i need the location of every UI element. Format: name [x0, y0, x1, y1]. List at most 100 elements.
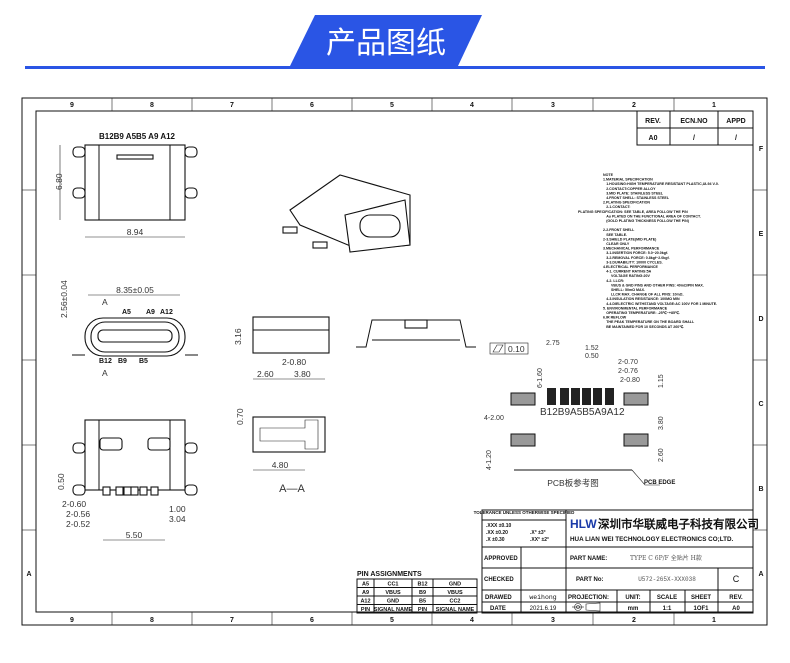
section-label: A—A	[279, 483, 305, 495]
frame-column-label: 8	[150, 102, 154, 109]
front-width-dim: 8.35±0.05	[116, 285, 154, 295]
end-view: 0.10	[356, 319, 529, 355]
note-line: VOLTAGE RATING:20V	[611, 274, 651, 278]
pin-table-cell: SIGNAL NAME	[374, 607, 413, 613]
pin-table-cell: PIN	[418, 607, 427, 613]
frame-row-label: E	[759, 231, 764, 238]
pin-label-a12: A12	[160, 309, 173, 316]
note-line: LLCR MAX. CHANGE OF ALL PINS: 10mΩ.	[611, 293, 684, 297]
pcb-dim-380: 3.80	[658, 416, 665, 430]
frame-row-label: D	[758, 316, 763, 323]
pcb-dim-080: 2-0.80	[620, 377, 640, 384]
part-name-value: TYPE C 6P/F 全贴片 H款	[630, 554, 702, 562]
note-line: NOTE	[603, 173, 614, 177]
part-no-value: U572-265X-XXX038	[638, 576, 696, 583]
bottom-view: 0.50 2-0.60 2-0.56 2-0.52 1.00 3.04 5.50	[56, 419, 198, 541]
projection-symbol-icon	[572, 602, 601, 612]
inner-frame	[35, 110, 754, 613]
tolerance-1: .XXX ±0.10	[486, 523, 511, 529]
pin-table-cell: A9	[362, 590, 369, 596]
frame-column-label: 9	[70, 102, 74, 109]
title-banner-shape	[290, 15, 482, 66]
bottom-dim-304: 3.04	[169, 514, 186, 524]
note-line: SHELL: 50mΩ MAX.	[611, 288, 645, 292]
note-line: 4-4.DIELECTRIC WITHSTAND VOLTAGE:AC 100V…	[606, 302, 717, 306]
sheet-label: SHEET	[691, 595, 711, 601]
frame-column-label: 1	[712, 102, 716, 109]
tolerance-3: .X ±0.30	[486, 537, 505, 543]
frame-row-label: A	[26, 571, 31, 578]
pcb-dim-160: 6-1.60	[537, 368, 544, 388]
pin-table-cell: A5	[362, 582, 369, 588]
side-dim-1: 2.60	[257, 369, 274, 379]
pcb-dim-260: 2.60	[658, 448, 665, 462]
pcb-dim-120: 4-1.20	[486, 450, 493, 470]
frame-column-label: 7	[230, 102, 234, 109]
pcb-caption: PCB板参考图	[547, 478, 598, 488]
pin-label-b12: B12	[99, 358, 112, 365]
note-line: 1.MATERIAL SPECIFICATION	[603, 178, 653, 182]
pin-label-b5: B5	[139, 358, 148, 365]
flatness-tolerance: 0.10	[508, 344, 525, 354]
isometric-view	[282, 174, 411, 253]
header-banner: 产品图纸	[25, 15, 765, 69]
drawed-label: DRAWED	[485, 595, 512, 601]
frame-column-label: 5	[390, 102, 394, 109]
frame-column-label: 7	[230, 617, 234, 624]
pin-table-cell: GND	[387, 599, 399, 605]
pin-table-cell: VBUS	[385, 590, 401, 596]
frame-row-label: B	[758, 486, 763, 493]
frame-row-label: F	[759, 146, 764, 153]
pin-table-cell: B5	[419, 599, 426, 605]
note-line: 2.PLATING SPECIFICATION	[603, 201, 650, 205]
rev-label: REV.	[729, 595, 743, 601]
rev-value: A0	[649, 135, 658, 142]
part-no-rev: C	[733, 574, 740, 584]
projection-label: PROJECTION:	[568, 595, 609, 601]
pcb-dim-200: 4-2.00	[484, 415, 504, 422]
top-height-dim: 6.80	[54, 173, 64, 190]
note-line: 3-1.INSERTION FORCE: 5.0~20.0kgf.	[606, 251, 668, 255]
pcb-pin-labels: B12B9A5B5A9A12	[540, 407, 625, 418]
frame-column-label: 6	[310, 102, 314, 109]
note-line: 2-1.CONTACT:	[606, 205, 630, 209]
frame-column-label: 3	[551, 617, 555, 624]
pin-label-a5: A5	[122, 309, 131, 316]
bottom-dim-550: 5.50	[126, 530, 143, 540]
date-value: 2021.6.19	[530, 606, 557, 612]
bottom-dim-056: 2-0.56	[66, 509, 90, 519]
note-line: 2-3.SHIELD PLATE(MID PLATE)	[603, 237, 657, 241]
frame-column-label: 1	[712, 617, 716, 624]
note-line: SEE TABLE.	[606, 233, 627, 237]
note-line: 3-3.DURABILITY: 10000 CYCLES.	[606, 260, 662, 264]
tolerance-2: .XX ±0.20	[486, 530, 508, 536]
frame-column-label: 2	[632, 102, 636, 109]
title-block: TOLERANCE UNLESS OTHERWISE SPECIFIED .XX…	[474, 509, 759, 614]
checked-label: CHECKED	[484, 577, 514, 583]
bottom-dim-100: 1.00	[169, 504, 186, 514]
note-line: 2-2.FRONT SHELL	[603, 228, 635, 232]
revision-table: REV. ECN.NO APPD A0 / /	[636, 110, 754, 146]
note-line: BE MAINTAINED FOR 10 SECONDS AT 260℃.	[606, 324, 684, 329]
front-view: 8.35±0.05 2.56±0.04 A A A5 A9 A12 B12 B9…	[59, 280, 198, 378]
company-logo: HLW	[570, 517, 597, 531]
ecn-header: ECN.NO	[680, 118, 708, 125]
section-dim-480: 4.80	[272, 460, 289, 470]
note-line: 4.FRONT SHELL: STAINLESS STEEL	[606, 196, 670, 200]
frame-column-label: 9	[70, 617, 74, 624]
frame-column-label: 2	[632, 617, 636, 624]
pin-table-cell: B12	[417, 582, 427, 588]
unit-label: UNIT:	[625, 595, 640, 601]
front-height-dim: 2.56±0.04	[59, 280, 69, 318]
section-dim-070: 0.70	[235, 408, 245, 425]
angle-tolerance-1: .X° ±3°	[530, 530, 546, 536]
frame-column-label: 8	[150, 617, 154, 624]
bottom-dim-060: 2-0.60	[62, 499, 86, 509]
side-pitch-dim: 2-0.80	[282, 357, 306, 367]
side-height-dim: 3.16	[233, 328, 243, 345]
approved-label: APPROVED	[484, 556, 518, 562]
pin-table-cell: B9	[419, 590, 426, 596]
part-no-label: PART No:	[576, 577, 604, 583]
